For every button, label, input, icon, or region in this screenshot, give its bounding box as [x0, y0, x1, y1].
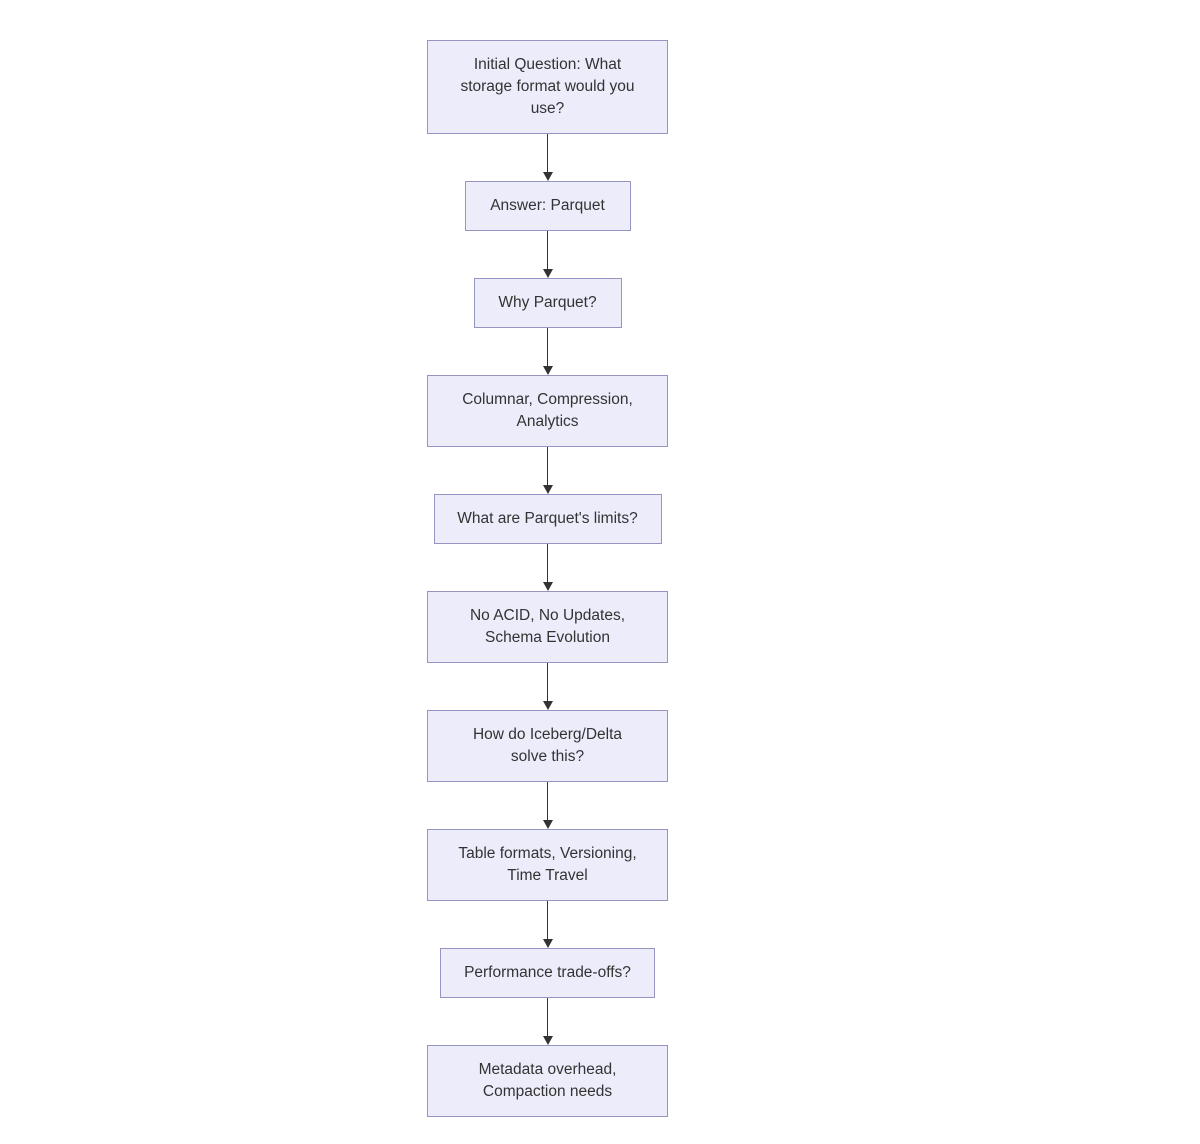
arrowhead-down-icon	[542, 269, 553, 278]
edge-5	[542, 544, 553, 591]
node-performance-answer: Metadata overhead, Compaction needs	[427, 1045, 668, 1117]
edge-line	[546, 134, 549, 173]
edge-line	[546, 447, 549, 486]
edge-2	[542, 231, 553, 278]
edge-8	[542, 901, 553, 948]
edge-line	[546, 998, 549, 1037]
node-parquet-benefits: Columnar, Compression, Analytics	[427, 375, 668, 447]
edge-9	[542, 998, 553, 1045]
arrowhead-down-icon	[542, 485, 553, 494]
edge-6	[542, 663, 553, 710]
edge-line	[546, 231, 549, 270]
arrowhead-down-icon	[542, 366, 553, 375]
arrowhead-down-icon	[542, 1036, 553, 1045]
edge-4	[542, 447, 553, 494]
edge-1	[542, 134, 553, 181]
edge-line	[546, 663, 549, 702]
flowchart: Initial Question: What storage format wo…	[427, 40, 668, 1117]
edge-3	[542, 328, 553, 375]
node-parquet-limits: No ACID, No Updates, Schema Evolution	[427, 591, 668, 663]
edge-line	[546, 328, 549, 367]
node-answer-parquet: Answer: Parquet	[464, 181, 631, 231]
node-initial-question: Initial Question: What storage format wo…	[427, 40, 668, 134]
arrowhead-down-icon	[542, 582, 553, 591]
edge-line	[546, 782, 549, 821]
node-iceberg-delta-question: How do Iceberg/Delta solve this?	[427, 710, 668, 782]
arrowhead-down-icon	[542, 172, 553, 181]
node-performance-question: Performance trade-offs?	[440, 948, 655, 998]
node-why-parquet: Why Parquet?	[473, 278, 622, 328]
arrowhead-down-icon	[542, 939, 553, 948]
node-iceberg-delta-solution: Table formats, Versioning, Time Travel	[427, 829, 668, 901]
edge-7	[542, 782, 553, 829]
node-parquet-limits-question: What are Parquet's limits?	[433, 494, 662, 544]
arrowhead-down-icon	[542, 701, 553, 710]
edge-line	[546, 544, 549, 583]
edge-line	[546, 901, 549, 940]
arrowhead-down-icon	[542, 820, 553, 829]
